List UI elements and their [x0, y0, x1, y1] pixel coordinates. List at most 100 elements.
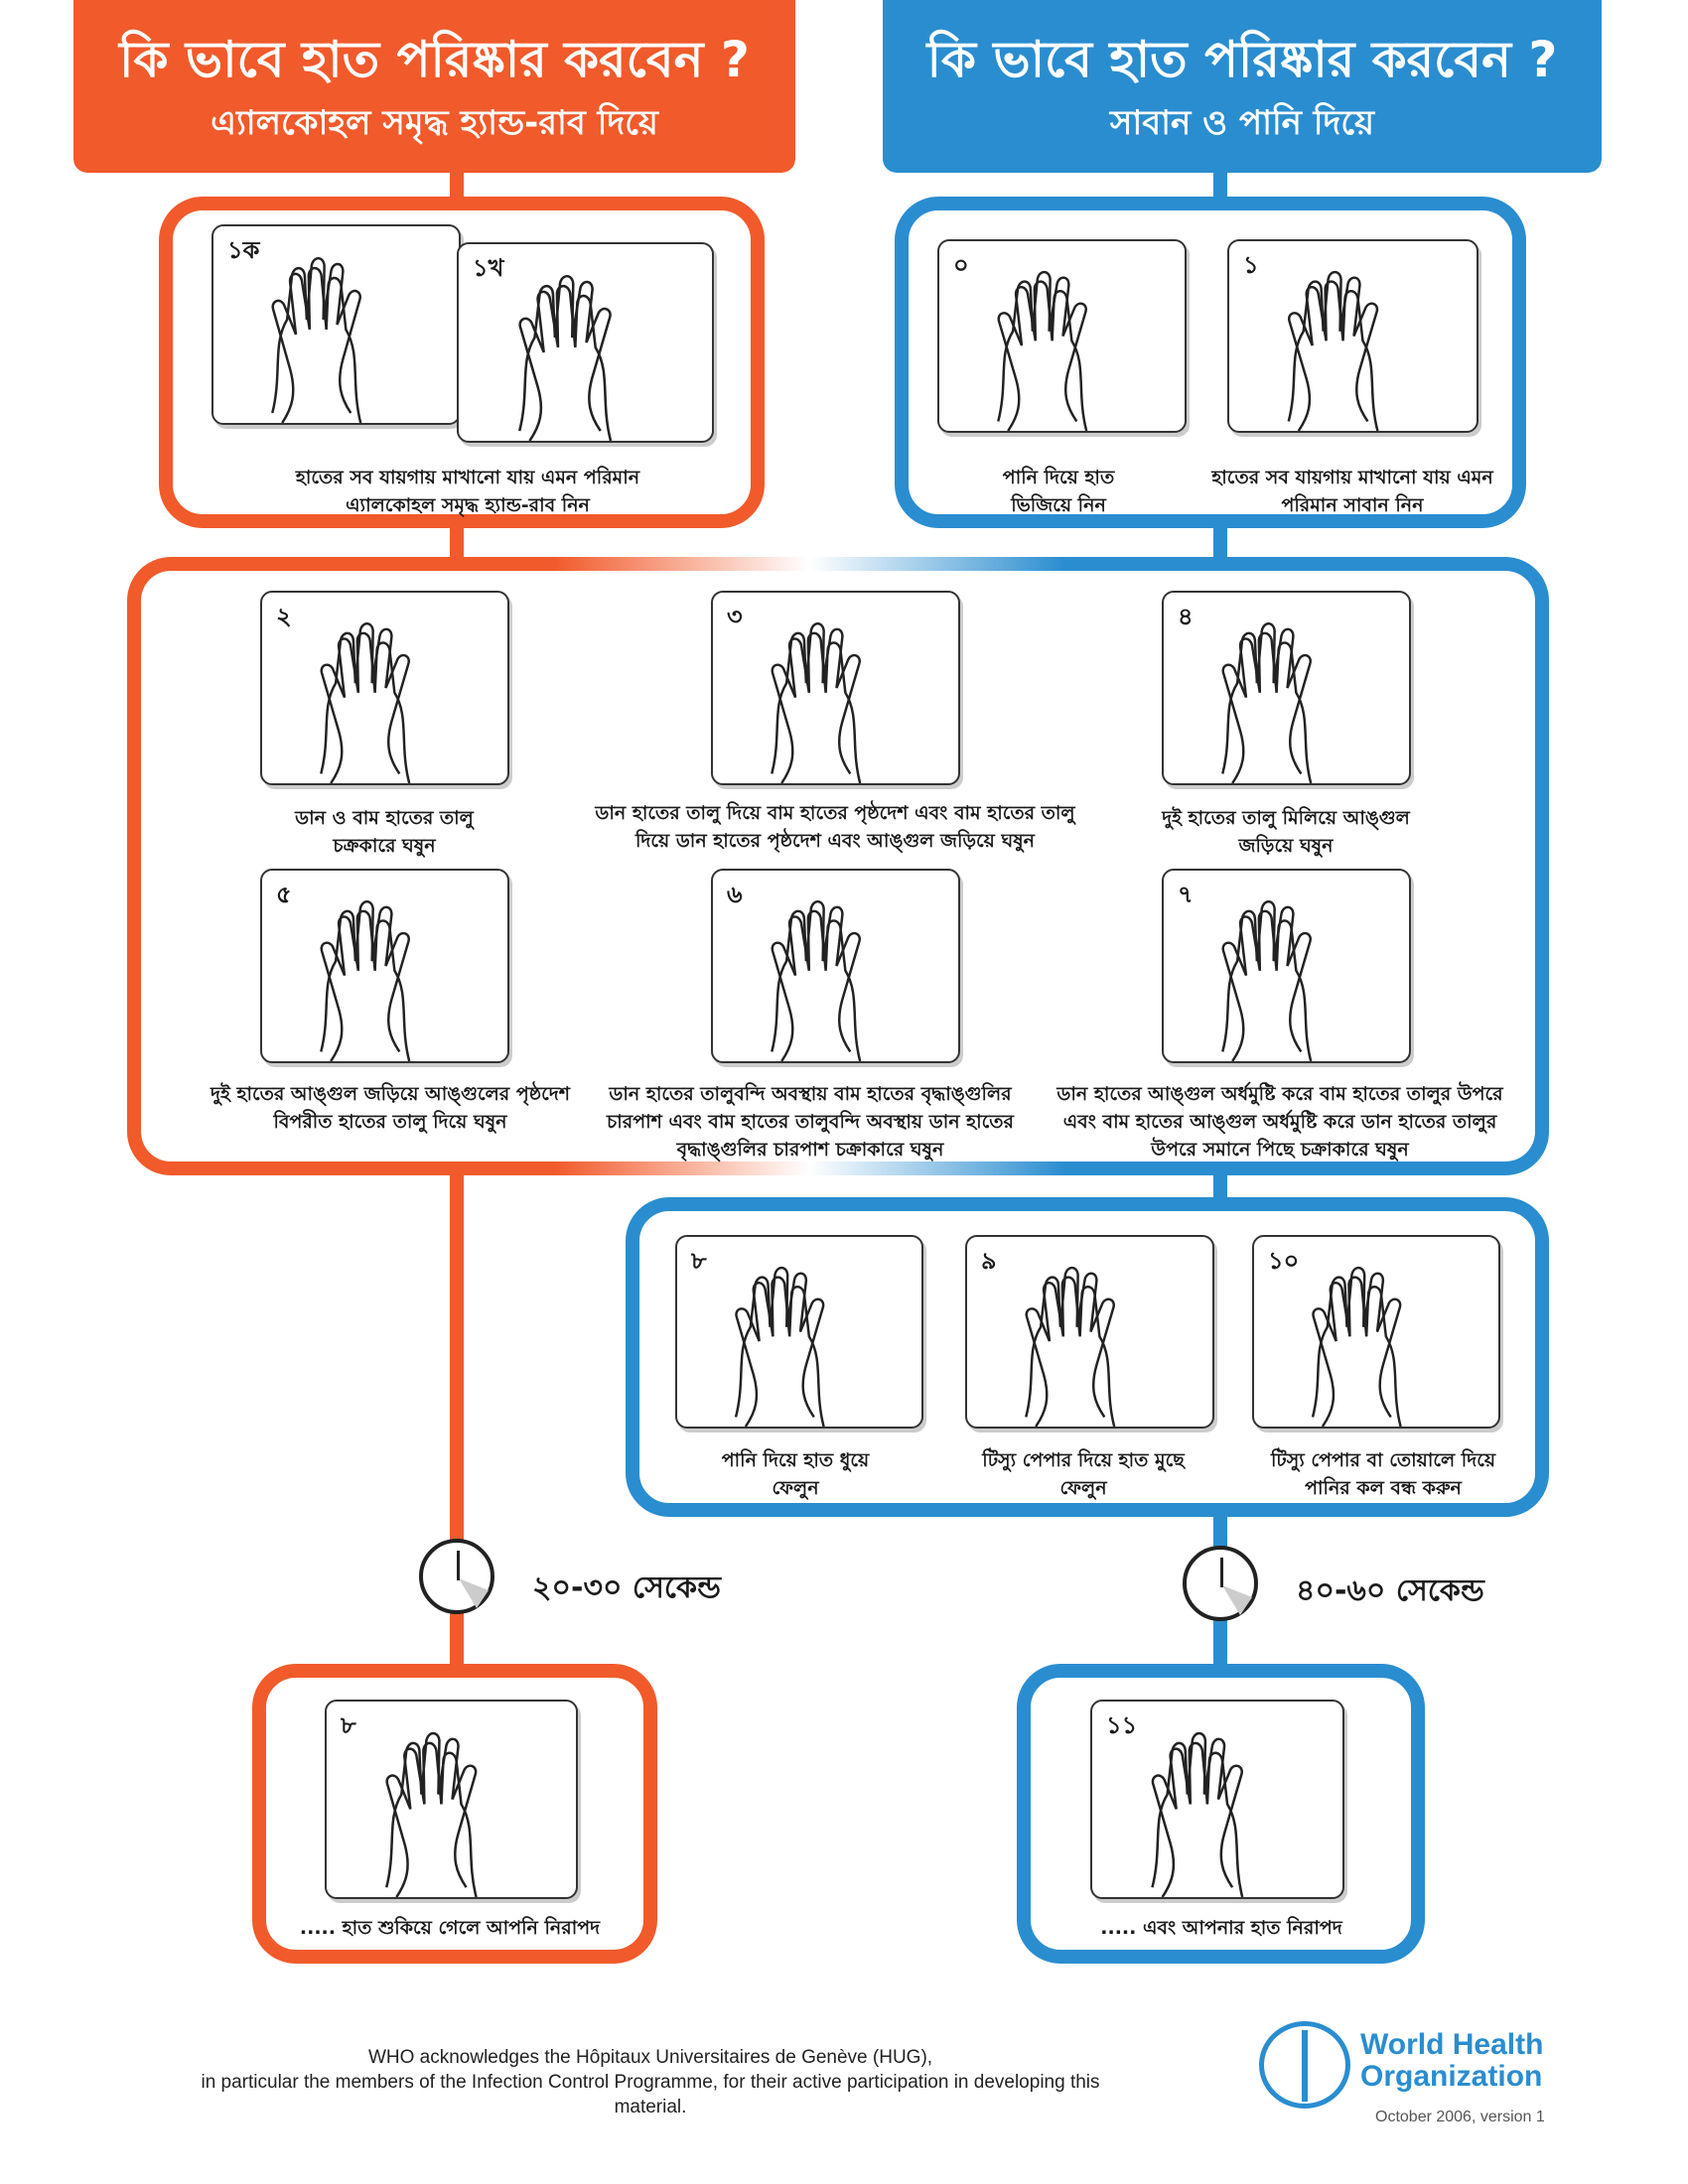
- step-s6-caption: ডান হাতের তালুবন্দি অবস্থায় বাম হাতের ব…: [607, 1080, 1014, 1163]
- caption-line: টিস্যু পেপার বা তোয়ালে দিয়ে: [1270, 1449, 1496, 1471]
- hand-icon: [771, 900, 862, 1061]
- caption-line: দুই হাতের আঙ্গুল জড়িয়ে আঙ্গুলের পৃষ্ঠদ…: [210, 1083, 571, 1105]
- step-number: ৯: [981, 1247, 997, 1275]
- hand-icon: [997, 270, 1088, 431]
- step-s11-illustration: ১১: [1090, 1700, 1344, 1899]
- step-s11-caption: ..... এবং আপনার হাত নিরাপদ: [1100, 1914, 1341, 1942]
- step-s4-caption: দুই হাতের তালু মিলিয়ে আঙ্গুল জড়িয়ে ঘষু…: [1162, 804, 1410, 860]
- caption-line: হাতের সব যায়গায় মাখানো যায় এমন পরিমান: [295, 467, 640, 488]
- step-s8b-caption: ..... হাত শুকিয়ে গেলে আপনি নিরাপদ: [300, 1914, 600, 1942]
- step-s4-illustration: ৪: [1162, 591, 1411, 785]
- step-number: ১খ: [473, 254, 504, 282]
- who-name-line-2: Organization: [1360, 2060, 1543, 2093]
- step-number: ৪: [1178, 603, 1194, 630]
- who-logo-text: World Health Organization: [1360, 2029, 1543, 2093]
- soap-header: কি ভাবে হাত পরিষ্কার করবেন ? সাবান ও পান…: [883, 0, 1602, 173]
- version-date: October 2006, version 1: [1375, 2109, 1545, 2125]
- acknowledgement: WHO acknowledges the Hôpitaux Universita…: [174, 2045, 1127, 2119]
- caption-line: এবং বাম হাতের আঙ্গুল অর্ধমুষ্টি করে ডান …: [1062, 1111, 1497, 1133]
- alcohol-timer-clock-icon: [419, 1539, 494, 1614]
- caption-line: পানি দিয়ে হাত ধুয়ে: [721, 1449, 870, 1471]
- acknowledgement-line-2: in particular the members of the Infecti…: [201, 2072, 1100, 2117]
- hand-icon: [771, 622, 862, 783]
- caption-line: ডান হাতের তালু দিয়ে বাম হাতের পৃষ্ঠদেশ …: [595, 802, 1075, 824]
- caption-line: পানি দিয়ে হাত: [1002, 467, 1115, 488]
- hand-icon: [1287, 270, 1379, 431]
- alcohol-header: কি ভাবে হাত পরিষ্কার করবেন ? এ্যালকোহল স…: [73, 0, 795, 173]
- hand-icon: [320, 900, 411, 1061]
- step-s6-illustration: ৬: [711, 869, 960, 1063]
- step-s8-caption: পানি দিয়ে হাত ধুয়ে ফেলুন: [722, 1446, 870, 1502]
- caption-line: হাতের সব যায়গায় মাখানো যায় এমন: [1211, 467, 1493, 488]
- hand-icon: [271, 256, 362, 423]
- step-s7-illustration: ৭: [1162, 869, 1411, 1063]
- hand-icon: [517, 274, 613, 441]
- step-s3-caption: ডান হাতের তালু দিয়ে বাম হাতের পৃষ্ঠদেশ …: [595, 799, 1074, 855]
- acknowledgement-line-1: WHO acknowledges the Hôpitaux Universita…: [367, 2047, 933, 2068]
- caption-line: উপরে সমানে পিছে চক্রাকারে ঘষুন: [1151, 1139, 1409, 1160]
- step-number: ১ক: [227, 236, 260, 264]
- who-emblem-icon: [1259, 2021, 1350, 2109]
- hand-icon: [734, 1266, 825, 1427]
- caption-line: পরিমান সাবান নিন: [1281, 494, 1424, 516]
- step-s10-illustration: ১০: [1252, 1235, 1500, 1429]
- who-name-line-1: World Health: [1360, 2028, 1544, 2061]
- caption-line: ডান ও বাম হাতের তালু: [295, 807, 474, 829]
- step-number: ১: [1243, 251, 1259, 279]
- caption-line: টিস্যু পেপার দিয়ে হাত মুছে: [982, 1449, 1185, 1471]
- caption-line: দুই হাতের তালু মিলিয়ে আঙ্গুল: [1162, 807, 1410, 829]
- step-number: ৩: [727, 603, 743, 630]
- alcohol-duration: ২০-৩০ সেকেন্ড: [532, 1570, 721, 1605]
- step-s8-illustration: ৮: [675, 1235, 923, 1429]
- hand-icon: [320, 622, 411, 783]
- step-s9-caption: টিস্যু পেপার দিয়ে হাত মুছে ফেলুন: [982, 1446, 1184, 1502]
- step-s9-illustration: ৯: [965, 1235, 1214, 1429]
- step-s0-caption: পানি দিয়ে হাত ভিজিয়ে নিন: [1003, 464, 1114, 519]
- caption-line: চক্রকারে ঘষুন: [333, 835, 436, 857]
- caption-line: জড়িয়ে ঘষুন: [1238, 835, 1334, 857]
- soap-subtitle: সাবান ও পানি দিয়ে: [1109, 103, 1375, 143]
- caption-line: ফেলুন: [1059, 1477, 1107, 1499]
- alcohol-title: কি ভাবে হাত পরিষ্কার করবেন ?: [119, 31, 750, 88]
- hand-icon: [1151, 1731, 1244, 1897]
- step-number: ৫: [276, 881, 292, 908]
- caption-line: চারপাশ এবং বাম হাতের তালুবন্দি অবস্থায় …: [607, 1111, 1014, 1133]
- hand-icon: [1221, 900, 1313, 1061]
- step-s2-caption: ডান ও বাম হাতের তালু চক্রকারে ঘষুন: [295, 804, 474, 860]
- step-s5-illustration: ৫: [260, 869, 509, 1063]
- step-number: ৮: [691, 1247, 707, 1275]
- step-number: ৭: [1178, 881, 1194, 908]
- step-s10-caption: টিস্যু পেপার বা তোয়ালে দিয়ে পানির কল বন…: [1271, 1446, 1495, 1502]
- caption-line: এ্যালকোহল সমৃদ্ধ হ্যান্ড-রাব নিন: [346, 494, 590, 516]
- caption-line: ডান হাতের আঙ্গুল অর্ধমুষ্টি করে বাম হাতে…: [1056, 1083, 1503, 1105]
- caption-line: ..... হাত শুকিয়ে গেলে আপনি নিরাপদ: [299, 1917, 601, 1939]
- alcohol-subtitle: এ্যালকোহল সমৃদ্ধ হ্যান্ড-রাব দিয়ে: [211, 103, 658, 143]
- step-s0-illustration: ০: [937, 239, 1187, 433]
- step-number: ৮: [341, 1711, 356, 1739]
- step-number: ২: [276, 603, 292, 630]
- step-s1-caption: হাতের সব যায়গায় মাখানো যায় এমন পরিমান …: [1211, 464, 1492, 519]
- hand-icon: [1025, 1266, 1116, 1427]
- step-s3-illustration: ৩: [711, 591, 960, 785]
- hand-icon: [1311, 1266, 1402, 1427]
- caption-line: বিপরীত হাতের তালু দিয়ে ঘষুন: [273, 1111, 507, 1133]
- step-s1a-illustration: ১ক: [211, 224, 461, 425]
- hand-icon: [385, 1731, 478, 1897]
- caption-line: ..... এবং আপনার হাত নিরাপদ: [1100, 1917, 1342, 1939]
- step-s5-caption: দুই হাতের আঙ্গুল জড়িয়ে আঙ্গুলের পৃষ্ঠদ…: [211, 1080, 570, 1136]
- step-s1-illustration: ১: [1227, 239, 1478, 433]
- caption-line: দিয়ে ডান হাতের পৃষ্ঠদেশ এবং আঙ্গুল জড়ি…: [634, 830, 1036, 852]
- step-s1b-caption: হাতের সব যায়গায় মাখানো যায় এমন পরিমান…: [296, 464, 639, 519]
- step-number: ১০: [1268, 1247, 1300, 1275]
- caption-line: ডান হাতের তালুবন্দি অবস্থায় বাম হাতের ব…: [609, 1083, 1012, 1105]
- caption-line: ফেলুন: [772, 1477, 819, 1499]
- step-number: ১১: [1106, 1711, 1138, 1739]
- soap-timer-clock-icon: [1183, 1546, 1258, 1621]
- step-number: ০: [953, 251, 969, 279]
- soap-title: কি ভাবে হাত পরিষ্কার করবেন ?: [926, 31, 1558, 88]
- step-s8b-illustration: ৮: [325, 1700, 578, 1899]
- caption-line: ভিজিয়ে নিন: [1011, 494, 1106, 516]
- soap-duration: ৪০-৬০ সেকেন্ড: [1296, 1573, 1484, 1608]
- caption-line: পানির কল বন্ধ করুন: [1305, 1477, 1462, 1499]
- caption-line: বৃদ্ধাঙ্গুলির চারপাশ চক্রাকারে ঘষুন: [676, 1139, 944, 1160]
